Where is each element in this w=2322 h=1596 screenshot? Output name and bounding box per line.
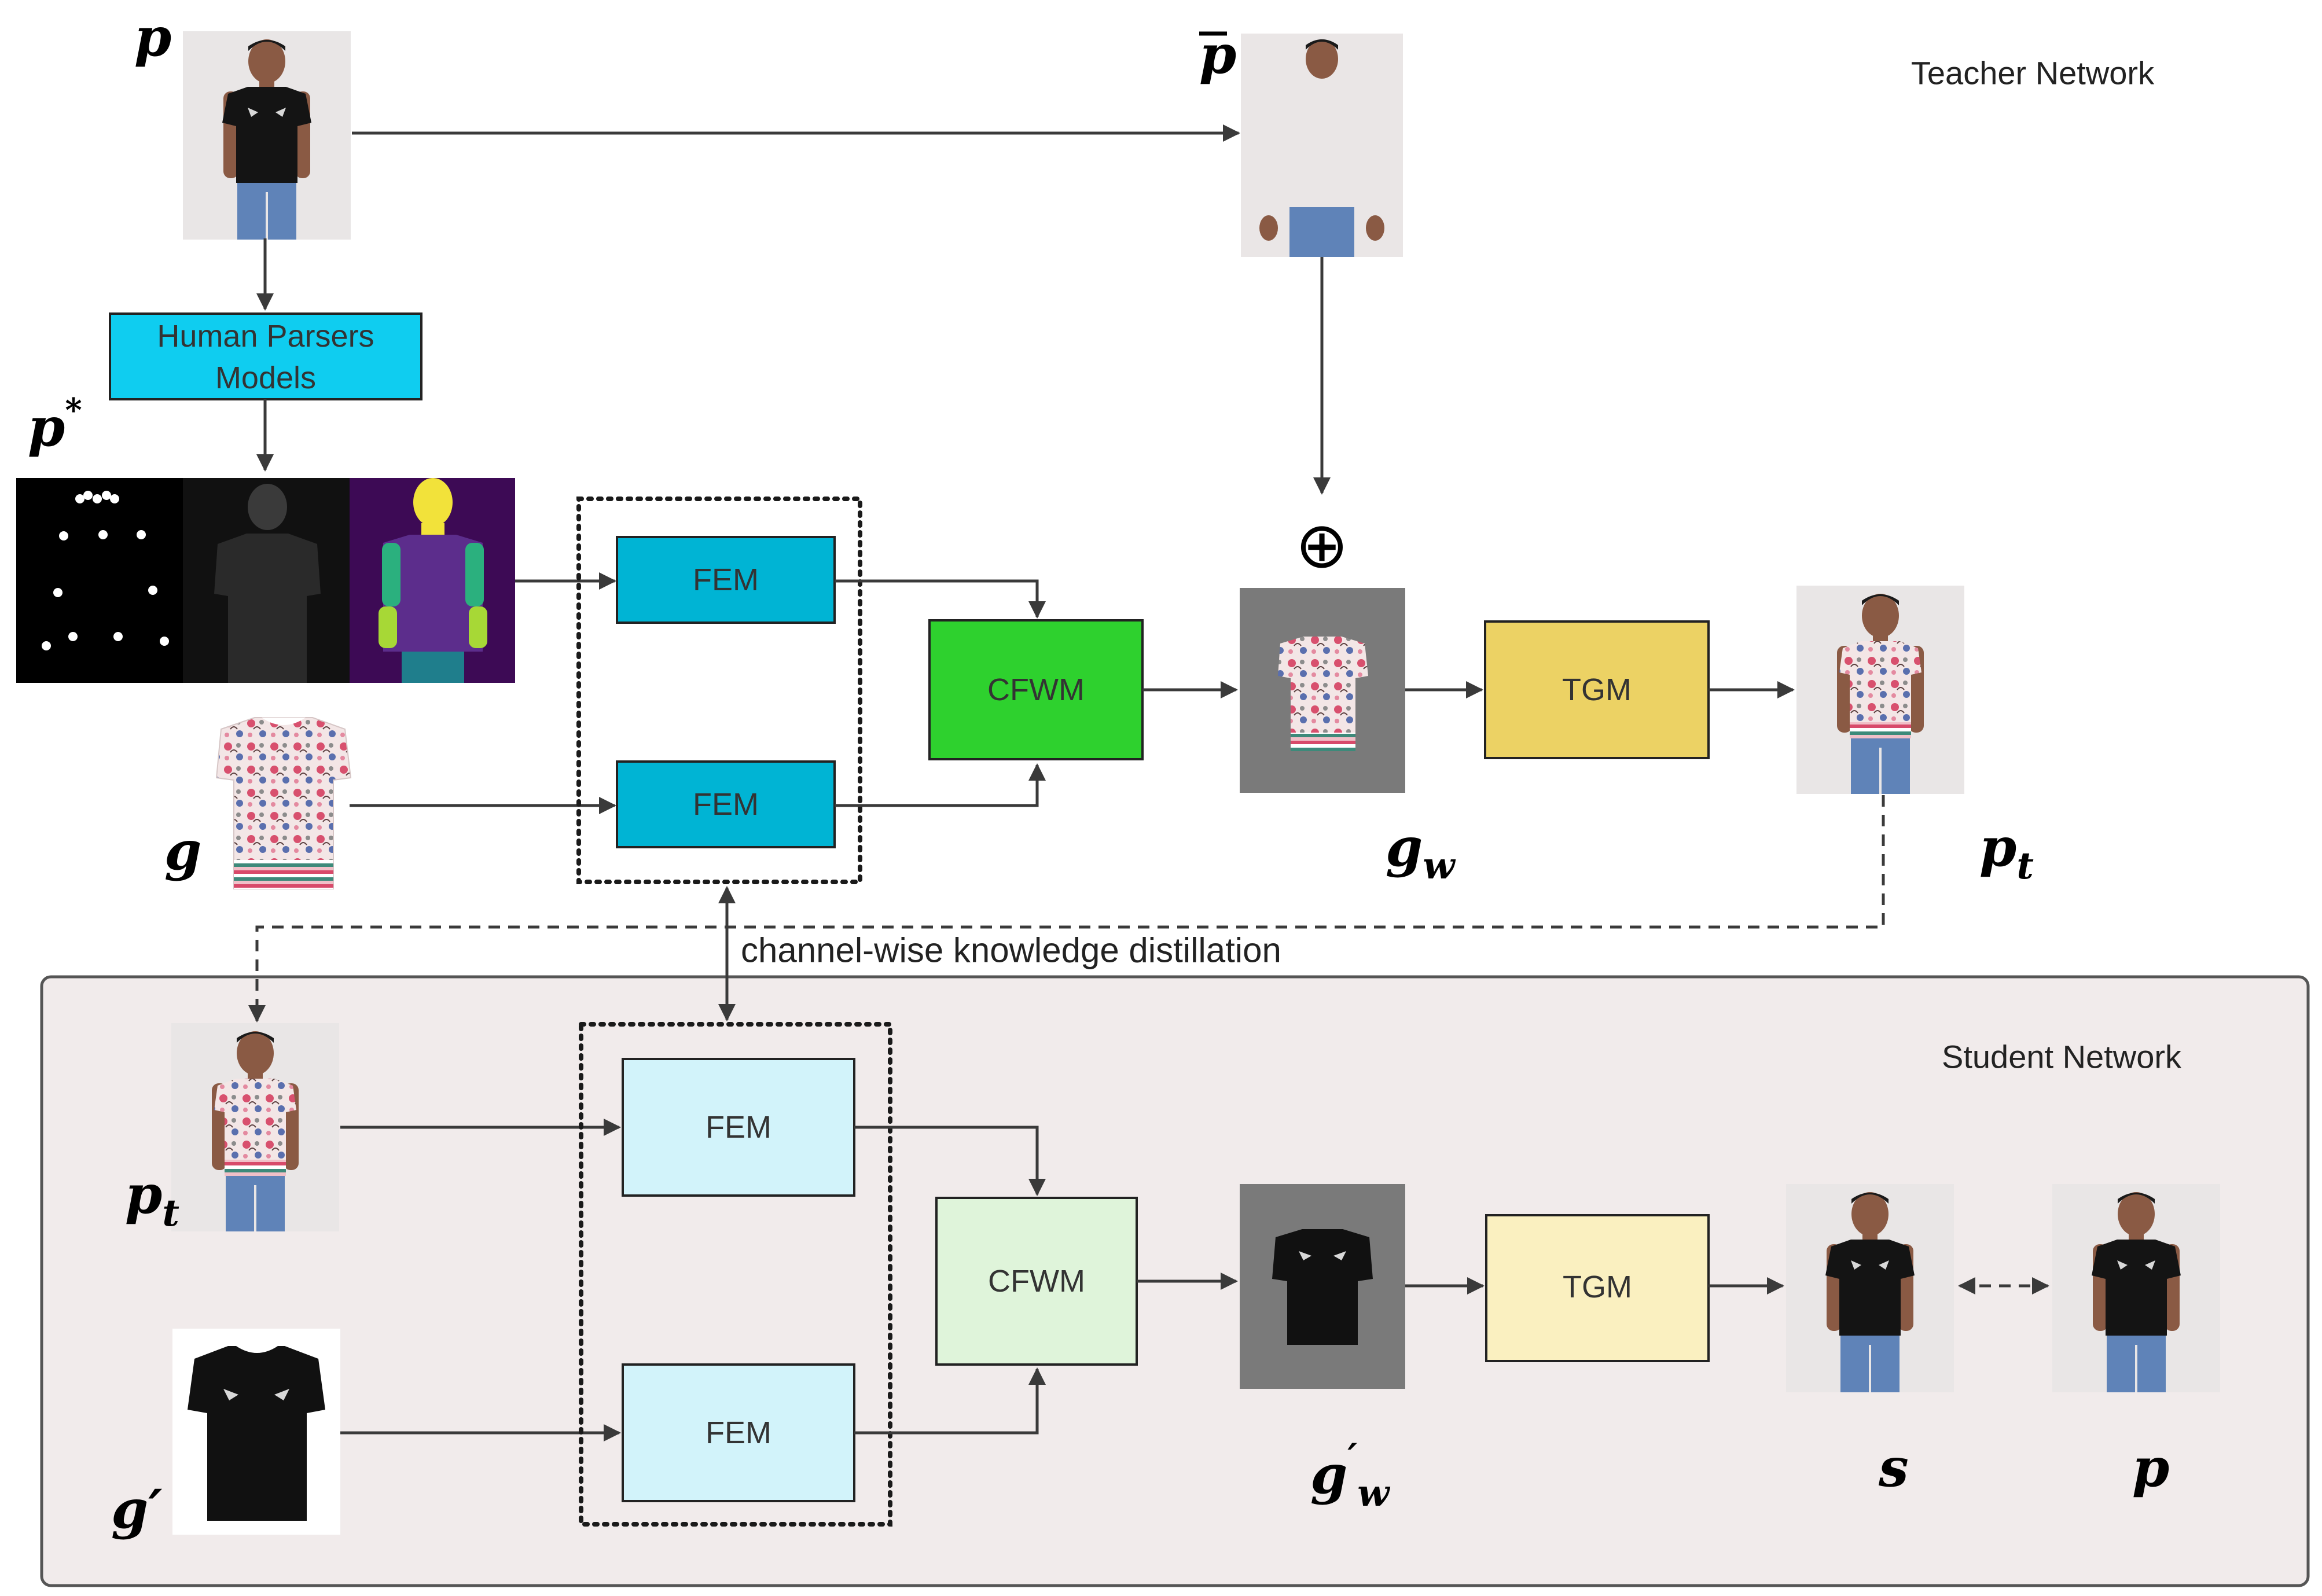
label-p-ground-truth: p bbox=[2132, 1436, 2169, 1499]
student-fem-group bbox=[579, 1022, 892, 1527]
person-pbar-image bbox=[1241, 34, 1403, 257]
student-fem-bottom-label: FEM bbox=[706, 1415, 771, 1450]
student-fem-top-label: FEM bbox=[706, 1110, 771, 1145]
teacher-fem-top-box bbox=[616, 536, 836, 624]
arrow-fem-bottom-to-cfwm bbox=[835, 763, 1046, 807]
human-parser-label-line2: Models bbox=[215, 361, 316, 395]
student-warped-garment-image bbox=[1240, 1184, 1405, 1389]
teacher-tgm-label: TGM bbox=[1562, 672, 1632, 707]
teacher-fem-group bbox=[576, 497, 862, 884]
label-gprime: g′ bbox=[111, 1478, 163, 1540]
label-gw-prime: g′w bbox=[1310, 1436, 1390, 1515]
student-cfwm-box bbox=[935, 1197, 1138, 1366]
arrow-fem-top-to-cfwm bbox=[835, 579, 1046, 619]
label-g: g bbox=[164, 819, 201, 882]
teacher-fem-top-label: FEM bbox=[693, 562, 759, 597]
teacher-cfwm-label: CFWM bbox=[987, 672, 1085, 707]
garment-g-image bbox=[215, 717, 352, 889]
oplus-symbol: ⊕ bbox=[1295, 508, 1349, 582]
pstar-segmentation-image bbox=[350, 478, 515, 683]
label-s: s bbox=[1878, 1436, 1909, 1499]
ground-truth-p-image bbox=[2052, 1184, 2220, 1392]
pstar-keypoints-image bbox=[16, 478, 183, 683]
student-network-title: Student Network bbox=[1942, 1039, 2182, 1075]
label-pt-teacher: pt bbox=[1979, 816, 2034, 888]
person-p-image bbox=[183, 31, 351, 240]
arrow-student-fem-bottom-to-cfwm bbox=[854, 1367, 1046, 1435]
distillation-label: channel-wise knowledge distillation bbox=[741, 931, 1281, 970]
student-person-pt-image bbox=[171, 1023, 339, 1231]
teacher-tgm-box bbox=[1484, 620, 1710, 759]
student-tgm-label: TGM bbox=[1563, 1270, 1632, 1304]
teacher-network-title: Teacher Network bbox=[1911, 55, 2155, 91]
student-output-s-image bbox=[1786, 1184, 1954, 1392]
pstar-silhouette-image bbox=[183, 478, 350, 683]
human-parser-box bbox=[109, 312, 422, 400]
label-pt-student: pt bbox=[125, 1163, 179, 1235]
student-tgm-box bbox=[1485, 1214, 1710, 1362]
student-garment-gprime-image bbox=[172, 1329, 340, 1535]
label-pstar: p* bbox=[28, 391, 82, 458]
dashed-arrow-pt-to-student bbox=[248, 795, 1885, 1023]
label-gw: gw bbox=[1386, 816, 1456, 888]
teacher-cfwm-box bbox=[928, 619, 1144, 760]
student-cfwm-label: CFWM bbox=[988, 1264, 1085, 1299]
warped-garment-gw-image bbox=[1240, 588, 1405, 793]
human-parser-label-line1: Human Parsers bbox=[157, 319, 374, 354]
teacher-fem-bottom-label: FEM bbox=[693, 787, 759, 822]
arrow-student-fem-top-to-cfwm bbox=[854, 1126, 1046, 1196]
person-pt-output-image bbox=[1796, 586, 1964, 794]
label-p: p bbox=[134, 6, 171, 68]
